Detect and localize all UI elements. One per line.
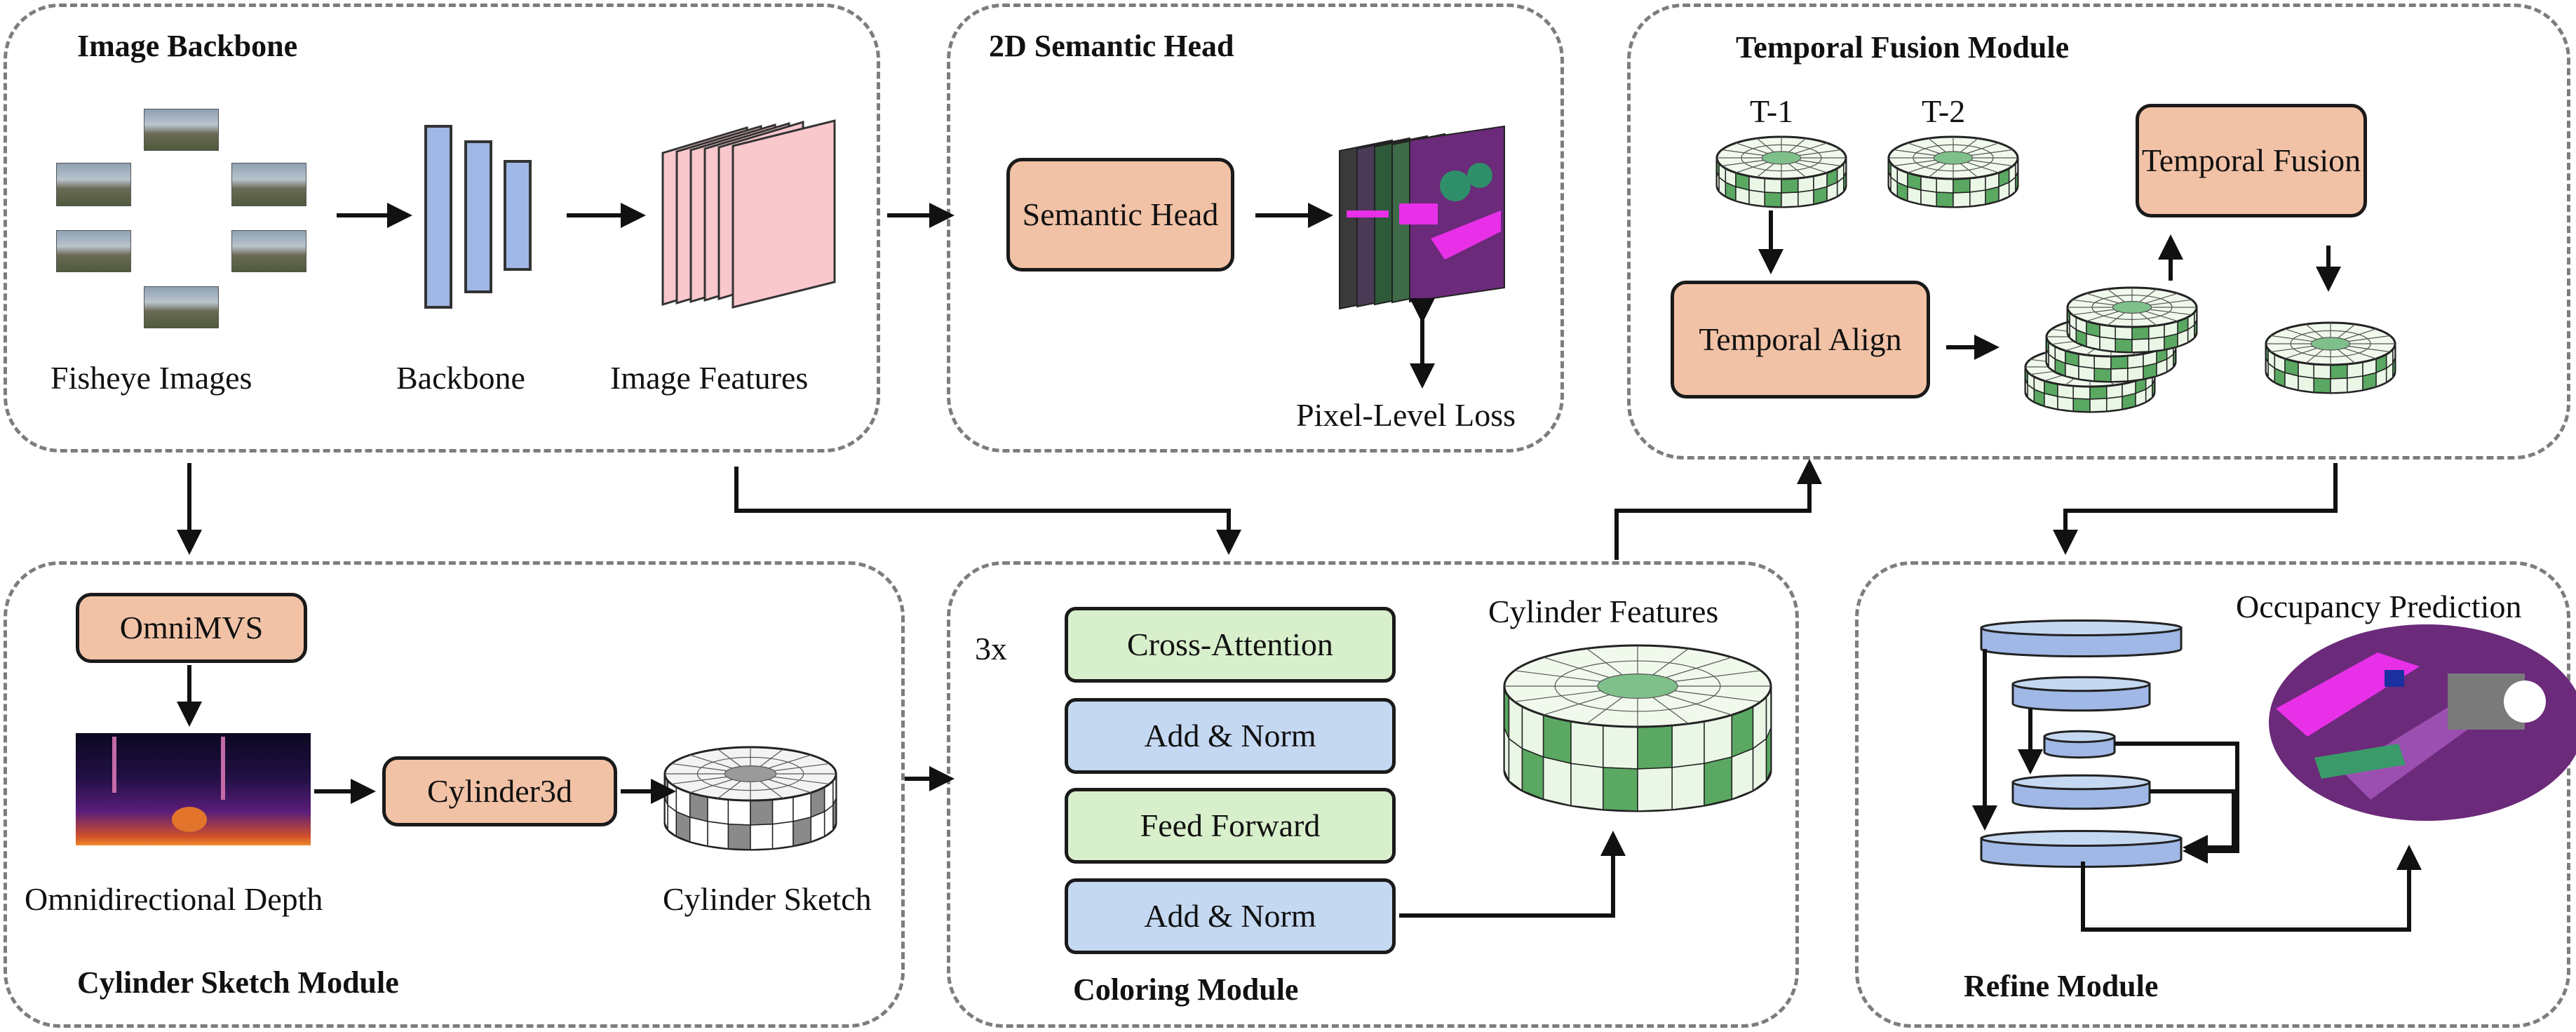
cylinder-sketch-label: Cylinder Sketch bbox=[663, 881, 872, 917]
depth-blob bbox=[172, 807, 207, 832]
cylinder-features-label: Cylinder Features bbox=[1488, 594, 1719, 629]
temporal-fusion-title: Temporal Fusion Module bbox=[1736, 30, 2070, 65]
fisheye-image-rear bbox=[144, 286, 219, 328]
refine-title: Refine Module bbox=[1964, 969, 2159, 1003]
coloring-title: Coloring Module bbox=[1073, 972, 1299, 1007]
cylinder3d-box: Cylinder3d bbox=[382, 756, 617, 826]
t-minus-1-label: T-1 bbox=[1750, 93, 1794, 129]
backbone-block-3 bbox=[504, 160, 532, 271]
image-backbone-module bbox=[4, 4, 880, 453]
image-backbone-title: Image Backbone bbox=[77, 29, 298, 63]
temporal-fusion-module bbox=[1627, 4, 2570, 460]
backbone-block-2 bbox=[464, 140, 492, 293]
semantic-head-title: 2D Semantic Head bbox=[989, 29, 1234, 63]
fisheye-image-front bbox=[144, 109, 219, 151]
add-norm-box-2: Add & Norm bbox=[1065, 878, 1396, 954]
fisheye-images-label: Fisheye Images bbox=[50, 360, 252, 396]
fisheye-image-left-top bbox=[56, 163, 131, 206]
repeat-3x-label: 3x bbox=[975, 631, 1007, 666]
occupancy-prediction-label: Occupancy Prediction bbox=[2236, 589, 2522, 624]
refine-module bbox=[1855, 561, 2570, 1028]
fisheye-image-right-bottom bbox=[231, 230, 306, 272]
omnidirectional-depth-label: Omnidirectional Depth bbox=[25, 881, 323, 917]
coloring-module bbox=[947, 561, 1799, 1028]
image-features-label: Image Features bbox=[610, 360, 809, 396]
feed-forward-box: Feed Forward bbox=[1065, 788, 1396, 864]
cross-attention-box: Cross-Attention bbox=[1065, 607, 1396, 683]
omnimvs-box: OmniMVS bbox=[76, 593, 307, 663]
pixel-level-loss-label: Pixel-Level Loss bbox=[1296, 397, 1516, 433]
t-minus-2-label: T-2 bbox=[1922, 93, 1966, 129]
add-norm-box-1: Add & Norm bbox=[1065, 698, 1396, 774]
temporal-fusion-box: Temporal Fusion bbox=[2136, 104, 2367, 217]
cylinder-sketch-title: Cylinder Sketch Module bbox=[77, 965, 399, 1000]
depth-pole-2 bbox=[221, 737, 225, 800]
cylinder-sketch-module bbox=[4, 561, 905, 1028]
fisheye-image-right-top bbox=[231, 163, 306, 206]
semantic-head-module bbox=[947, 4, 1564, 453]
backbone-block-1 bbox=[424, 125, 452, 309]
semantic-head-box: Semantic Head bbox=[1006, 158, 1234, 272]
depth-pole-1 bbox=[112, 737, 116, 793]
backbone-label: Backbone bbox=[396, 360, 525, 396]
temporal-align-box: Temporal Align bbox=[1671, 281, 1930, 398]
fisheye-image-left-bottom bbox=[56, 230, 131, 272]
